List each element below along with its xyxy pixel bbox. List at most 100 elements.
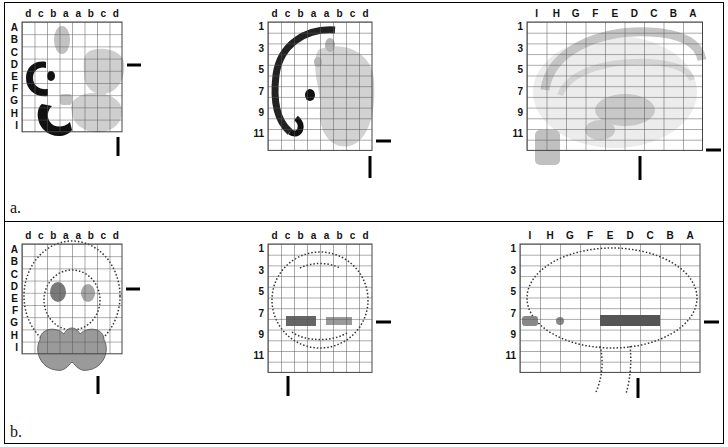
column-label: c [38,231,44,241]
atlas-grid [268,22,372,150]
tick-mark [706,149,721,152]
column-label: C [646,231,653,241]
row-label: A [11,245,18,255]
tick-mark [287,376,290,396]
column-label: d [271,9,277,19]
row-label: 5 [510,287,516,297]
row-label: C [11,270,18,280]
row-label: 7 [510,309,516,319]
tick-mark [637,378,640,398]
column-label: a [63,9,69,19]
row-label: 7 [258,87,264,97]
column-label: d [362,231,368,241]
tick-mark [369,156,372,178]
column-label: c [350,231,356,241]
row-label: H [11,331,18,341]
row-label: 1 [510,244,516,254]
column-label: A [686,231,693,241]
row-label: 11 [512,129,523,139]
tick-mark [639,156,642,180]
column-label: d [113,231,119,241]
column-label: c [350,9,356,19]
atlas-grid [22,244,122,354]
row-label: G [10,96,18,106]
row-label: I [15,121,18,131]
column-label: D [626,231,633,241]
row-label: 3 [258,266,264,276]
column-label: I [529,231,532,241]
tick-mark [117,137,120,156]
row-label: 5 [258,287,264,297]
column-label: c [100,9,106,19]
column-label: b [336,231,342,241]
column-label: a [75,231,81,241]
column-label: G [572,9,580,19]
tick-mark [376,321,391,324]
column-label: b [297,9,303,19]
column-label: H [546,231,553,241]
column-label: B [670,9,677,19]
column-label: E [607,231,614,241]
row-label: A [11,23,18,33]
divider [5,221,724,222]
row-label: F [12,84,18,94]
column-label: a [324,231,330,241]
column-label: a [75,9,81,19]
column-label: b [88,9,94,19]
panel-label: b. [10,424,22,440]
tick-mark [704,321,719,324]
atlas-grid [520,244,700,372]
column-label: F [592,9,598,19]
column-label: a [324,9,330,19]
row-label: 1 [258,244,264,254]
row-label: 1 [258,22,264,32]
row-label: 1 [517,22,523,32]
column-label: d [25,9,31,19]
column-label: A [689,9,696,19]
column-label: b [50,231,56,241]
row-label: D [11,282,18,292]
row-label: 3 [510,266,516,276]
row-label: C [11,48,18,58]
row-label: I [15,343,18,353]
tick-mark [376,140,391,143]
column-label: d [113,9,119,19]
column-label: E [611,9,618,19]
column-label: d [271,231,277,241]
row-label: B [11,35,18,45]
row-label: B [11,257,18,267]
column-label: B [666,231,673,241]
column-label: b [336,9,342,19]
row-label: 9 [517,108,523,118]
column-label: a [311,9,317,19]
column-label: F [587,231,593,241]
row-label: 3 [517,44,523,54]
row-label: G [10,318,18,328]
column-label: D [631,9,638,19]
column-label: c [285,231,291,241]
column-label: H [553,9,560,19]
column-label: b [88,231,94,241]
row-label: 9 [258,108,264,118]
row-label: 7 [258,309,264,319]
row-label: 11 [253,351,264,361]
column-label: G [566,231,574,241]
atlas-grid [268,244,372,372]
row-label: 9 [258,330,264,340]
column-label: c [100,231,106,241]
column-label: C [650,9,657,19]
atlas-grid [527,22,703,150]
tick-mark [126,288,140,291]
row-label: D [11,60,18,70]
column-label: I [535,9,538,19]
row-label: 5 [258,65,264,75]
row-label: 11 [253,129,264,139]
row-label: 3 [258,44,264,54]
row-label: E [11,294,18,304]
row-label: 9 [510,330,516,340]
column-label: c [285,9,291,19]
frame [5,3,724,444]
atlas-grid [22,22,122,132]
